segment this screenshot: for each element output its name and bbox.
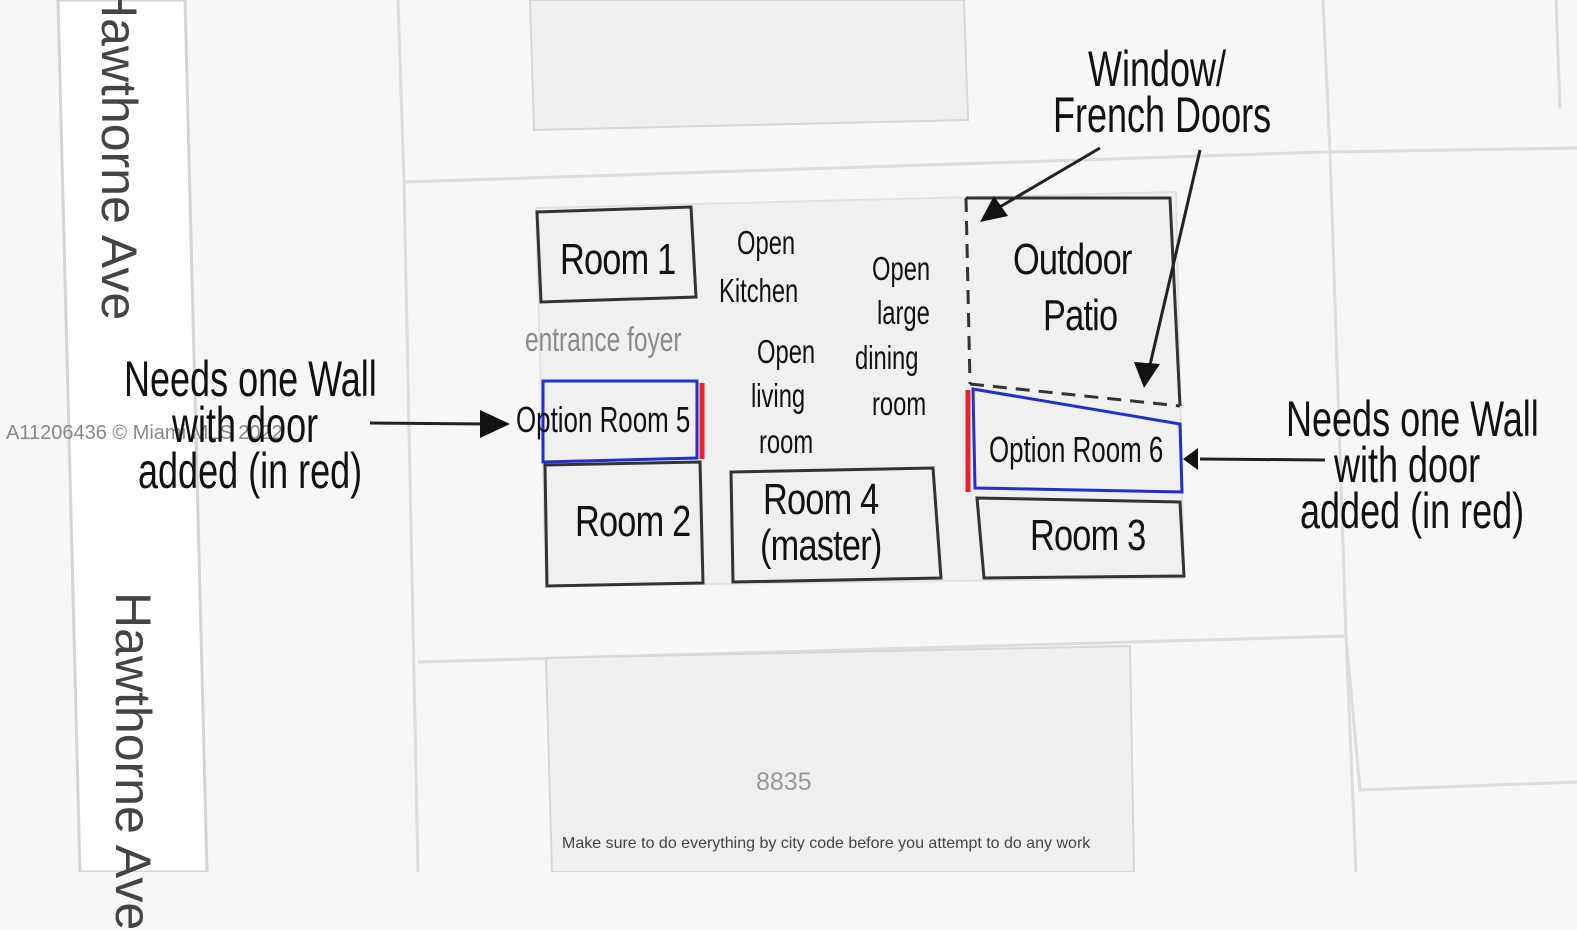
patio-outline: [966, 196, 1182, 407]
footer-note: Make sure to do everything by city code …: [562, 835, 1091, 852]
room4-outline: [729, 466, 943, 584]
foyer-label: entrance foyer: [525, 321, 682, 359]
room4-label-line2: (master): [760, 521, 882, 570]
patio-label-line2: Patio: [1043, 291, 1118, 340]
window-note-line2: French Doors: [1053, 87, 1272, 143]
road: [56, 0, 209, 872]
room2-outline: [543, 460, 705, 588]
street-label-bottom: Hawthorne Ave: [105, 592, 161, 930]
left-arrow-head: [480, 410, 510, 438]
dining-label-line3: dining: [855, 339, 919, 376]
living-label-line2: living: [751, 377, 806, 414]
room1-outline: [535, 205, 698, 304]
living-label-line3: room: [759, 423, 814, 460]
window-note-line1: Window/: [1088, 41, 1227, 97]
option-room5-label: Option Room 5: [516, 399, 691, 440]
room3-outline: [975, 496, 1186, 580]
street-label-top: Hawthorne Ave: [91, 0, 147, 321]
room2-label: Room 2: [575, 497, 691, 546]
living-label-line1: Open: [757, 333, 816, 370]
right-note-line1: Needs one Wall: [1286, 391, 1539, 447]
right-note-line2: with door: [1334, 437, 1481, 493]
patio-label-line1: Outdoor: [1013, 235, 1132, 284]
dining-label-line4: room: [872, 385, 927, 422]
room4-label-line1: Room 4: [763, 475, 879, 524]
floor-plan-canvas: [56, 0, 1577, 872]
left-note-line1: Needs one Wall: [124, 351, 377, 407]
room1-label: Room 1: [560, 235, 676, 284]
left-arrow-line: [369, 421, 489, 426]
right-arrow-line: [1199, 457, 1326, 462]
watermark: A11206436 © Miami MLS 2022: [6, 422, 283, 444]
window-arrow1-head: [980, 196, 1008, 222]
window-arrow2-head: [1134, 362, 1160, 388]
window-arrow2-line: [1148, 149, 1202, 366]
option-room5-outline: [541, 379, 699, 464]
room3-label: Room 3: [1030, 511, 1146, 560]
left-note-line3: added (in red): [138, 443, 363, 499]
house-number: 8835: [756, 768, 812, 796]
left-note-line2: with door: [172, 397, 319, 453]
right-note-line3: added (in red): [1300, 483, 1525, 539]
right-arrow-head: [1183, 448, 1198, 470]
window-arrow1-line: [997, 146, 1101, 210]
patio-dashed-left: [964, 197, 972, 385]
neighbor-building-top: [528, 0, 970, 132]
option-room6-label: Option Room 6: [989, 429, 1164, 470]
dining-label-line2: large: [877, 294, 930, 331]
neighbor-building-bottom: [544, 644, 1136, 872]
option-room6-outline: [971, 387, 1184, 494]
patio-dashed-bottom: [969, 382, 1181, 408]
dining-label-line1: Open: [872, 250, 931, 287]
kitchen-label-line2: Kitchen: [719, 272, 799, 309]
kitchen-label-line1: Open: [737, 224, 796, 261]
